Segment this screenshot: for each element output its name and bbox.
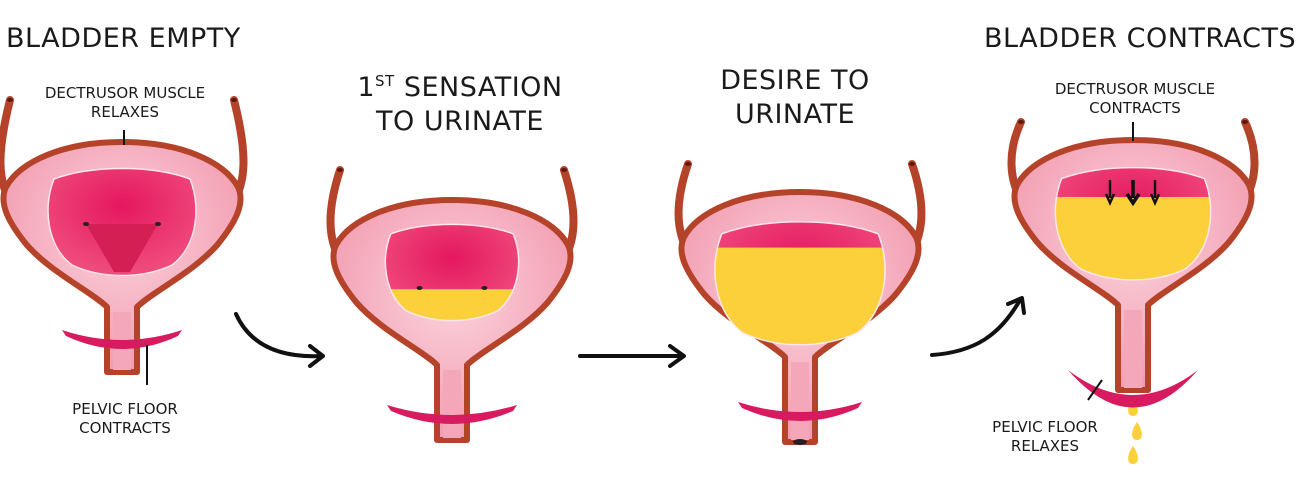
urine-drop-icon <box>1132 422 1142 440</box>
bladder-stage-2 <box>326 166 578 443</box>
pelvic-floor-muscle <box>738 402 862 421</box>
ureter-opening <box>685 162 691 166</box>
ureter-opening <box>7 98 13 102</box>
pelvic-floor-relaxes-label: PELVIC FLOOR RELAXES <box>992 418 1098 455</box>
ureter-opening <box>231 98 237 102</box>
pointer-line-pelvic-4 <box>1087 379 1103 401</box>
detrusor-relaxes-label: DECTRUSOR MUSCLE RELAXES <box>44 84 206 121</box>
cavity-outline <box>384 223 520 322</box>
pelvic-floor-muscle <box>62 330 182 349</box>
arrow-3-to-4 <box>930 296 1026 357</box>
title-line2: TO URINATE <box>376 106 544 137</box>
urethra <box>1124 310 1142 388</box>
urethra-opening <box>793 439 807 445</box>
ureter-opening <box>1018 120 1024 124</box>
ureter-opening <box>337 168 343 172</box>
stage-2-title: 1ST SENSATION TO URINATE <box>330 64 590 139</box>
urethra <box>791 362 809 440</box>
title-sup: ST <box>375 72 395 90</box>
title-line2: URINATE <box>734 99 856 130</box>
bladder-stage-4 <box>1007 118 1259 464</box>
ureteral-orifice <box>83 222 89 226</box>
bladder-stage-1 <box>0 96 248 375</box>
stage-1-title: BLADDER EMPTY <box>6 23 241 54</box>
contraction-arrow-icon <box>1149 180 1161 206</box>
trigone <box>86 224 158 272</box>
urine-drop-icon <box>1128 446 1138 464</box>
ureter-opening <box>1242 120 1248 124</box>
pelvic-floor-muscle <box>387 405 517 424</box>
cavity-outline <box>1054 166 1212 281</box>
ureter-opening <box>561 168 567 172</box>
cavity-outline <box>714 221 886 346</box>
ureteral-orifice <box>416 286 423 290</box>
detrusor-contracts-label: DECTRUSOR MUSCLE CONTRACTS <box>1054 80 1216 117</box>
urine-level <box>714 247 886 345</box>
arrow-2-to-3 <box>578 344 686 368</box>
contraction-arrow-icon <box>1125 180 1141 207</box>
pelvic-floor-contracts-label: PELVIC FLOOR CONTRACTS <box>72 400 178 437</box>
stage-4-title: BLADDER CONTRACTS <box>984 23 1297 54</box>
cavity-outline <box>47 167 197 277</box>
contraction-arrow-icon <box>1104 180 1116 206</box>
bladder-cavity <box>48 168 196 276</box>
urethra <box>443 370 461 438</box>
title-line1: SENSATION <box>403 72 563 103</box>
ureteral-orifice <box>155 222 161 226</box>
urine-level <box>1055 196 1211 280</box>
title-line1: DESIRE TO <box>720 65 870 96</box>
bladder-stage-3 <box>674 160 926 445</box>
ureteral-orifice <box>481 286 488 290</box>
title-prefix: 1 <box>357 72 376 103</box>
arrow-1-to-2 <box>234 312 325 368</box>
pelvic-floor-muscle <box>1068 370 1198 408</box>
stage-3-title: DESIRE TO URINATE <box>690 64 900 132</box>
ureter-opening <box>909 162 915 166</box>
